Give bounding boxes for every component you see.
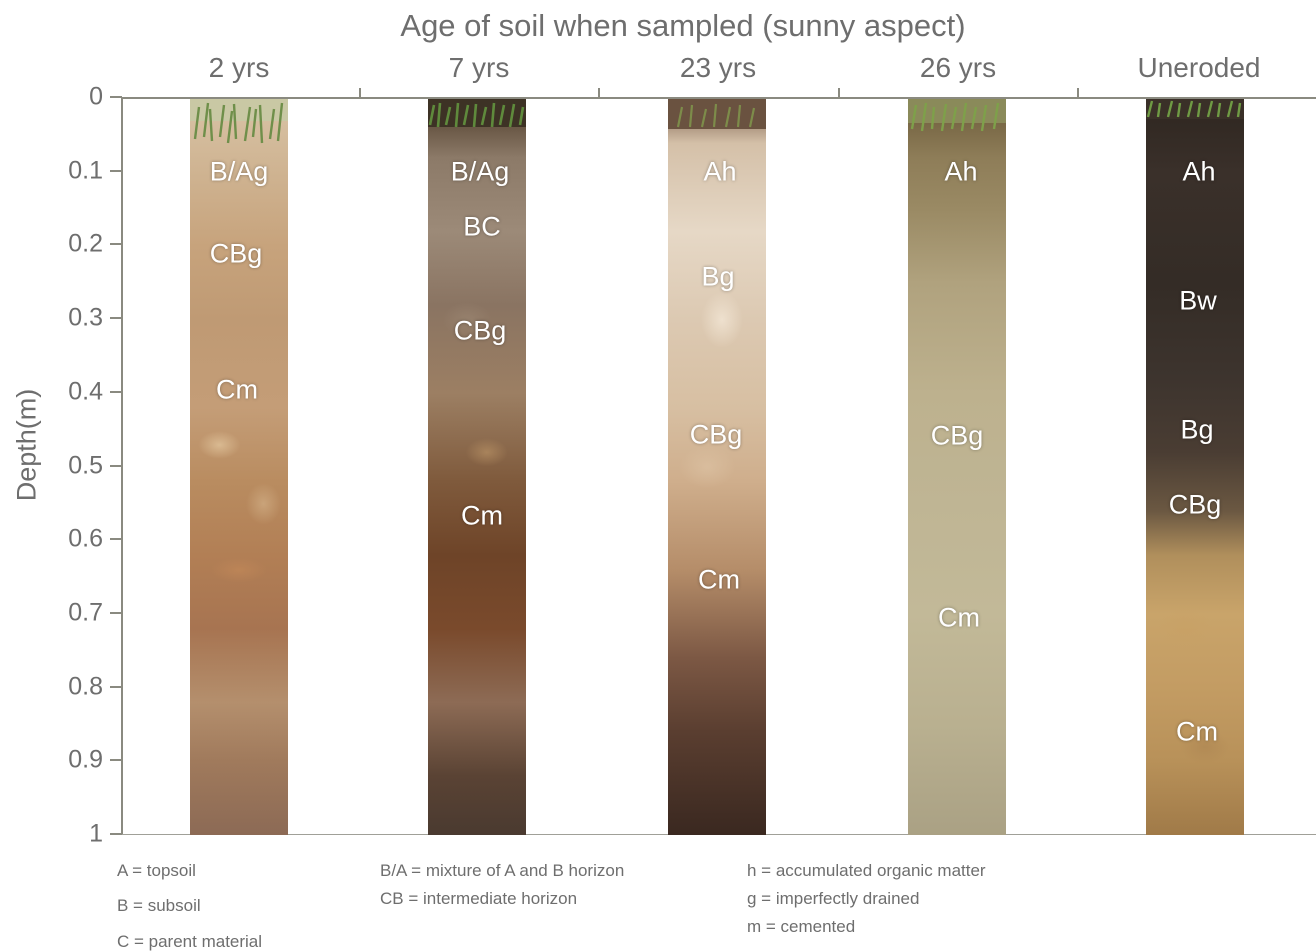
soil-profile-uneroded: Ah Bw Bg CBg Cm (1146, 99, 1244, 835)
x-tick (359, 88, 361, 98)
figure-title: Age of soil when sampled (sunny aspect) (400, 8, 966, 43)
horizon-label: CBg (1168, 489, 1222, 520)
legend-item: B/A = mixture of A and B horizon (380, 861, 625, 880)
y-tick (110, 390, 122, 393)
y-tick-label: 0.2 (68, 229, 103, 258)
profile-label-23yrs: 23 yrs (679, 52, 757, 83)
horizon-label: Cm (938, 602, 980, 633)
legend-item: CB = intermediate horizon (380, 889, 578, 908)
y-tick-label: 1 (89, 819, 103, 848)
y-tick-label: 0 (89, 82, 103, 111)
y-tick-label: 0.9 (68, 745, 103, 774)
soil-profile-26yrs: Ah CBg Cm (908, 99, 1006, 835)
horizon-label: Ah (944, 156, 978, 187)
horizon-label: Cm (461, 500, 503, 531)
legend-item: h = accumulated organic matter (747, 861, 986, 880)
grass-icon (190, 99, 288, 144)
y-tick (110, 833, 122, 835)
horizon-label: Cm (698, 564, 740, 595)
y-tick (110, 464, 122, 467)
horizon-label: Cm (216, 374, 258, 405)
legend-item: m = cemented (747, 917, 856, 936)
profile-label-7yrs: 7 yrs (448, 52, 510, 83)
grass-icon (668, 99, 766, 129)
horizon-label: Bg (1180, 414, 1214, 445)
y-tick-label: 0.7 (68, 598, 103, 627)
horizon-label: B/Ag (209, 156, 269, 187)
y-tick (110, 685, 122, 688)
y-tick (110, 759, 122, 762)
horizon-label: Bg (701, 261, 735, 292)
y-tick-label: 0.6 (68, 524, 103, 553)
legend-item: B = subsoil (117, 896, 201, 915)
y-tick-label: 0.1 (68, 156, 103, 185)
y-tick (110, 243, 122, 246)
horizon-label: CBg (689, 419, 743, 450)
profile-label-2yrs: 2 yrs (208, 52, 270, 83)
horizon-label: Cm (1176, 716, 1218, 747)
y-tick (110, 169, 122, 172)
x-axis-line (121, 97, 1316, 99)
horizon-label: BC (463, 211, 501, 242)
x-tick (838, 88, 840, 98)
legend-item: A = topsoil (117, 861, 196, 880)
horizon-label: Bw (1179, 285, 1217, 316)
profile-label-26yrs: 26 yrs (919, 52, 997, 83)
soil-profile-23yrs: Ah Bg CBg Cm (668, 99, 766, 835)
y-axis-label: Depth(m) (11, 388, 42, 502)
y-tick (110, 96, 122, 98)
x-tick (1077, 88, 1079, 98)
soil-profile-7yrs: B/Ag BC CBg Cm (428, 99, 526, 835)
horizon-label: CBg (453, 315, 507, 346)
grass-icon (1146, 99, 1244, 119)
y-tick-label: 0.3 (68, 303, 103, 332)
y-tick (110, 317, 122, 320)
y-tick-label: 0.4 (68, 377, 103, 406)
y-tick-label: 0.8 (68, 672, 103, 701)
horizon-label: CBg (209, 238, 263, 269)
soil-profile-2yrs: B/Ag CBg Cm (190, 99, 288, 835)
horizon-label: B/Ag (450, 156, 510, 187)
profile-label-uneroded: Uneroded (1137, 52, 1261, 83)
horizon-label: Ah (1182, 156, 1216, 187)
y-tick (110, 538, 122, 541)
x-tick (598, 88, 600, 98)
grass-icon (908, 99, 1006, 132)
horizon-label: CBg (930, 420, 984, 451)
y-tick-label: 0.5 (68, 451, 103, 479)
y-axis-line (121, 97, 123, 835)
y-tick (110, 611, 122, 614)
grass-icon (428, 99, 526, 128)
legend-item: g = imperfectly drained (747, 889, 920, 908)
horizon-label: Ah (703, 156, 737, 187)
legend-item: C = parent material (117, 932, 263, 951)
